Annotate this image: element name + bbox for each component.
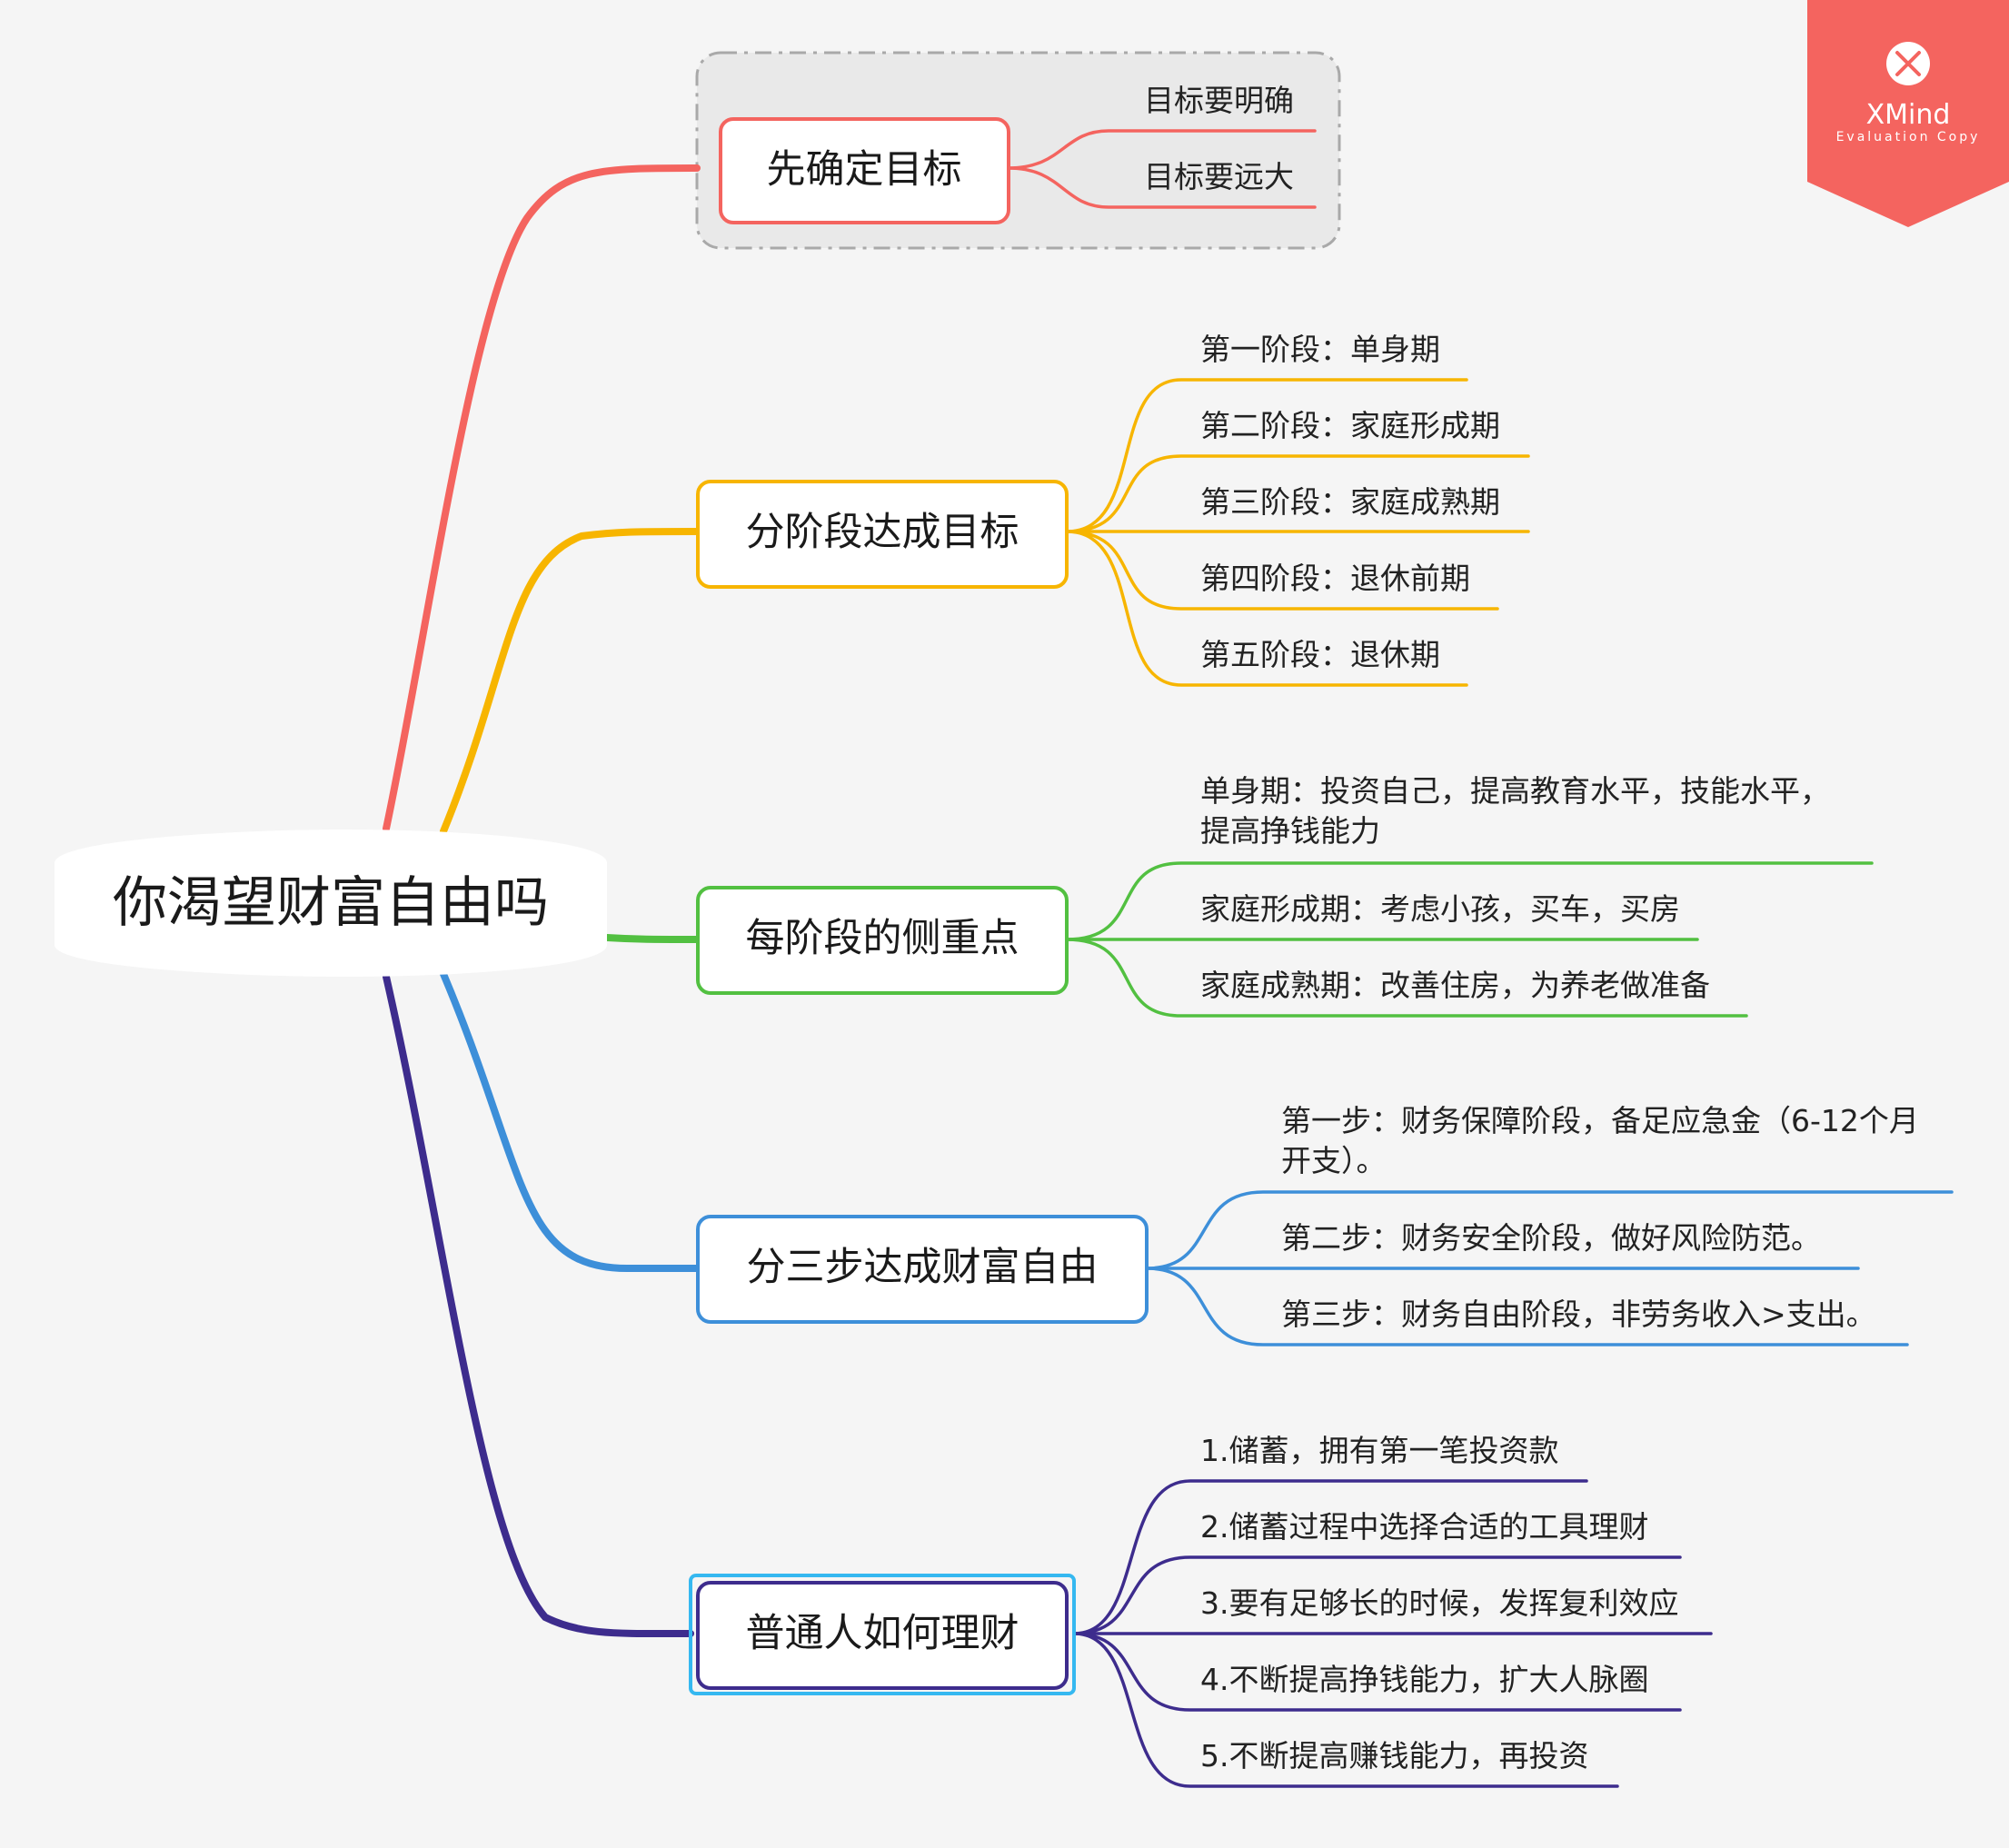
branch-node-5[interactable]: 普通人如何理财 [689,1574,1076,1695]
link-sub-5-4 [1072,1632,1682,1712]
link-sub-1-2 [1007,166,1317,209]
leaf-4-3[interactable]: 第三步：财务自由阶段，非劳务收入>支出。 [1281,1297,1876,1332]
link-root-branch-5 [383,973,694,1638]
link-root-branch-2 [440,528,701,835]
link-sub-5-1 [1072,1479,1588,1635]
root-node[interactable]: 你渴望财富自由吗 [55,830,607,977]
leaf-5-1[interactable]: 1.储蓄，拥有第一笔投资款 [1200,1433,1559,1468]
branch-label-1: 先确定目标 [767,147,962,193]
branch-label-4: 分三步达成财富自由 [747,1245,1099,1290]
leaf-4-2[interactable]: 第二步：财务安全阶段，做好风险防范。 [1281,1220,1821,1256]
link-root-branch-3 [603,934,701,943]
xmind-watermark: XMind Evaluation Copy [1807,0,2009,227]
watermark-subtitle: Evaluation Copy [1836,130,1981,144]
link-sub-2-1 [1065,378,1468,533]
link-sub-3-1 [1065,861,1874,941]
leaf-2-1[interactable]: 第一阶段：单身期 [1200,332,1440,367]
branch-node-3[interactable]: 每阶段的侧重点 [696,886,1069,995]
branch-label-2: 分阶段达成目标 [746,510,1019,555]
leaf-2-2[interactable]: 第二阶段：家庭形成期 [1200,408,1500,443]
root-label: 你渴望财富自由吗 [113,871,549,935]
link-sub-4-1 [1145,1190,1954,1270]
branch-label-3: 每阶段的侧重点 [746,916,1019,961]
link-sub-5-5 [1072,1632,1619,1788]
leaf-5-4[interactable]: 4.不断提高挣钱能力，扩大人脉圈 [1200,1662,1649,1697]
link-sub-2-4 [1065,530,1499,611]
leaf-4-1-line-1[interactable]: 第一步：财务保障阶段，备足应急金（6-12个月 [1281,1103,1919,1138]
link-sub-2-2 [1065,454,1530,533]
branch-node-1[interactable]: 先确定目标 [719,117,1010,224]
leaf-5-3[interactable]: 3.要有足够长的时候，发挥复利效应 [1200,1585,1679,1621]
branch-node-4[interactable]: 分三步达成财富自由 [696,1215,1149,1324]
watermark-brand: XMind [1866,99,1951,131]
leaf-5-2[interactable]: 2.储蓄过程中选择合适的工具理财 [1200,1509,1649,1545]
selection-outline [689,1574,1076,1695]
leaf-2-5[interactable]: 第五阶段：退休期 [1200,637,1440,672]
branch-node-2[interactable]: 分阶段达成目标 [696,480,1069,589]
link-sub-1-1 [1007,129,1317,170]
leaf-2-4[interactable]: 第四阶段：退休前期 [1200,561,1470,596]
link-sub-3-3 [1065,938,1748,1018]
leaf-1-1[interactable]: 目标要明确 [1144,83,1294,118]
branch-label-5: 普通人如何理财 [746,1611,1019,1656]
leaf-3-1-line-1[interactable]: 单身期：投资自己，提高教育水平，技能水平， [1200,773,1830,809]
link-root-branch-4 [440,970,701,1273]
leaf-4-1-line-2[interactable]: 开支）。 [1281,1143,1387,1178]
leaf-3-2[interactable]: 家庭形成期：考虑小孩，买车，买房 [1200,891,1680,927]
leaf-1-2[interactable]: 目标要远大 [1144,159,1294,194]
link-sub-2-5 [1065,530,1468,687]
leaf-3-1-line-2[interactable]: 提高挣钱能力 [1200,813,1380,849]
leaf-2-3[interactable]: 第三阶段：家庭成熟期 [1200,484,1500,520]
link-root-branch-1 [383,164,701,832]
leaf-5-5[interactable]: 5.不断提高赚钱能力，再投资 [1200,1738,1589,1773]
link-sub-4-3 [1145,1267,1909,1346]
leaf-3-3[interactable]: 家庭成熟期：改善住房，为养老做准备 [1200,968,1710,1003]
link-sub-5-2 [1072,1555,1682,1635]
